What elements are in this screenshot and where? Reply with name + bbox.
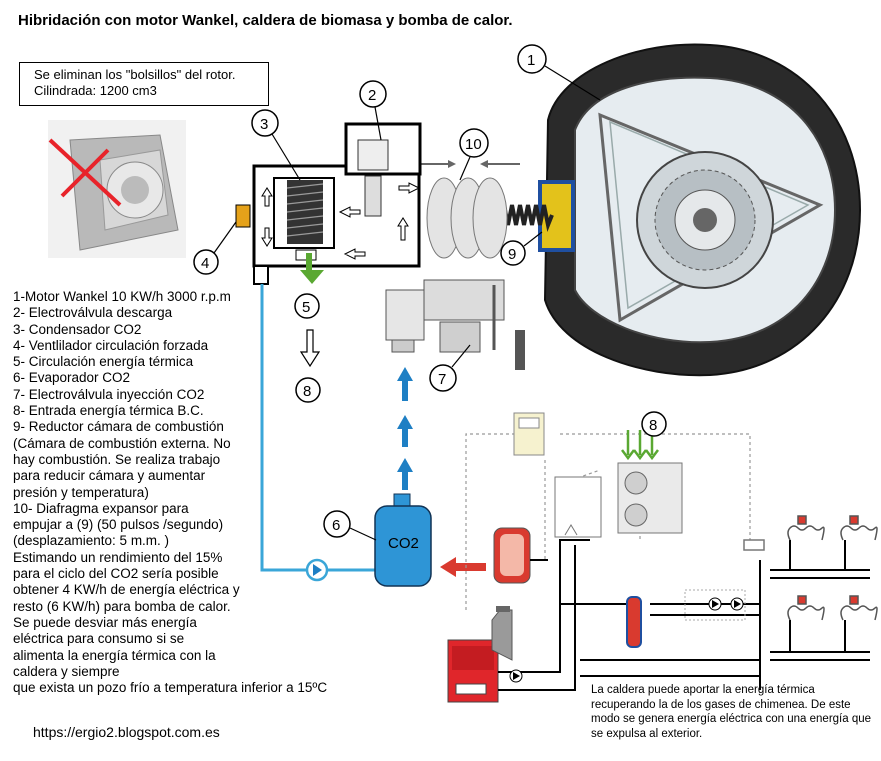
co2-flow-arrows bbox=[397, 367, 413, 490]
condenser-coil bbox=[287, 180, 323, 244]
legend-line: presión y temperatura) bbox=[13, 484, 149, 500]
legend-line: eléctrica para consumo si se bbox=[13, 631, 185, 647]
legend-line: Estimando un rendimiento del 15% bbox=[13, 549, 223, 565]
legend-line: 6- Evaporador CO2 bbox=[13, 370, 131, 386]
callout-6: 6 bbox=[323, 510, 377, 541]
legend-line: para reducir cámara y aumentar bbox=[13, 468, 206, 484]
legend-line: que exista un pozo frío a temperatura in… bbox=[13, 680, 328, 696]
legend-line: empujar a (9) (50 pulsos /segundo) bbox=[13, 517, 224, 533]
heat-transfer-arrow bbox=[440, 557, 486, 577]
legend-line: 2- Electroválvula descarga bbox=[13, 305, 173, 321]
svg-text:8: 8 bbox=[303, 383, 311, 400]
legend-line: 5- Circulación energía térmica bbox=[13, 354, 194, 370]
callout-4: 4 bbox=[193, 221, 237, 275]
svg-text:4: 4 bbox=[201, 255, 209, 272]
thermostat bbox=[513, 412, 545, 456]
rotor-note-line2: Cilindrada: 1200 cm3 bbox=[34, 83, 157, 98]
callout-3: 3 bbox=[251, 109, 301, 181]
svg-text:5: 5 bbox=[302, 299, 310, 316]
legend-line: 9- Reductor cámara de combustión bbox=[13, 419, 224, 435]
svg-text:9: 9 bbox=[508, 246, 516, 263]
legend-line: (Cámara de combustión externa. No bbox=[13, 435, 231, 451]
legend-line: 3- Condensador CO2 bbox=[13, 321, 142, 337]
legend-line: (desplazamiento: 5 m.m. ) bbox=[13, 533, 170, 549]
legend-line: obtener 4 KW/h de energía eléctrica y bbox=[13, 582, 240, 598]
callout-2: 2 bbox=[359, 80, 387, 141]
callout-7: 7 bbox=[429, 344, 471, 392]
internal-flow-arrows bbox=[261, 182, 421, 260]
diagram-title: Hibridación con motor Wankel, caldera de… bbox=[18, 12, 513, 29]
callout-8: 8 bbox=[295, 377, 321, 403]
indoor-unit bbox=[554, 476, 602, 538]
rotor-photo bbox=[48, 120, 186, 258]
biomass-boiler bbox=[447, 606, 513, 703]
svg-text:1: 1 bbox=[527, 52, 535, 69]
callout-5: 5 bbox=[294, 293, 320, 319]
spring bbox=[498, 198, 554, 232]
callout-8-heatpump: 8 bbox=[641, 411, 667, 437]
radiators bbox=[743, 515, 878, 621]
svg-text:8: 8 bbox=[649, 417, 657, 434]
legend-line: 1-Motor Wankel 10 KW/h 3000 r.p.m bbox=[13, 289, 231, 304]
svg-text:2: 2 bbox=[368, 87, 376, 104]
legend-line: Se puede desviar más energía bbox=[13, 614, 197, 630]
co2-tank-label: CO2 bbox=[388, 535, 419, 552]
rotor-note-line1: Se eliminan los "bolsillos" del rotor. bbox=[34, 67, 236, 82]
legend-line: caldera y siempre bbox=[13, 663, 120, 679]
svg-text:10: 10 bbox=[465, 136, 482, 153]
co2-pipe bbox=[260, 284, 376, 572]
callout-9: 9 bbox=[500, 231, 543, 266]
buffer-vessel bbox=[626, 596, 642, 648]
legend-line: 7- Electroválvula inyección CO2 bbox=[13, 386, 205, 402]
diaphragm-expander bbox=[416, 160, 520, 259]
control-wiring bbox=[465, 433, 751, 610]
boiler-note: La caldera puede aportar la energía térm… bbox=[591, 684, 872, 740]
legend-line: alimenta la energía térmica con la bbox=[13, 647, 216, 663]
condenser-housing bbox=[252, 122, 422, 285]
blog-url[interactable]: https://ergio2.blogspot.com.es bbox=[33, 724, 220, 740]
heat-pump-unit bbox=[617, 430, 683, 534]
legend-line: hay combustión. Se realiza trabajo bbox=[13, 451, 221, 467]
legend-line: resto (6 KW/h) para bomba de calor. bbox=[13, 598, 231, 614]
rotor-note-box: Se eliminan los "bolsillos" del rotor. C… bbox=[19, 62, 269, 106]
injection-valve bbox=[385, 279, 505, 353]
circulation-pumps bbox=[509, 589, 746, 683]
legend-line: 10- Diafragma expansor para bbox=[13, 500, 189, 516]
component-legend: 1-Motor Wankel 10 KW/h 3000 r.p.m 2- Ele… bbox=[13, 289, 328, 696]
svg-text:3: 3 bbox=[260, 116, 268, 133]
callout-10: 10 bbox=[459, 128, 489, 181]
co2-pump bbox=[305, 558, 329, 582]
water-piping bbox=[498, 539, 870, 691]
co2-tank: CO2 bbox=[374, 493, 432, 587]
thermal-circulation-arrow bbox=[300, 253, 324, 284]
fan bbox=[235, 204, 251, 228]
legend-line: para el ciclo del CO2 sería posible bbox=[13, 566, 219, 582]
heat-input-arrow bbox=[299, 329, 321, 368]
callout-1: 1 bbox=[517, 44, 601, 101]
legend-line: 4- Ventlilador circulación forzada bbox=[13, 337, 209, 353]
cross-line-2 bbox=[60, 148, 110, 198]
legend-line: 8- Entrada energía térmica B.C. bbox=[13, 403, 204, 419]
svg-text:6: 6 bbox=[332, 517, 340, 534]
svg-text:7: 7 bbox=[438, 371, 446, 388]
hot-water-tank bbox=[493, 527, 531, 584]
wankel-engine bbox=[515, 43, 862, 377]
